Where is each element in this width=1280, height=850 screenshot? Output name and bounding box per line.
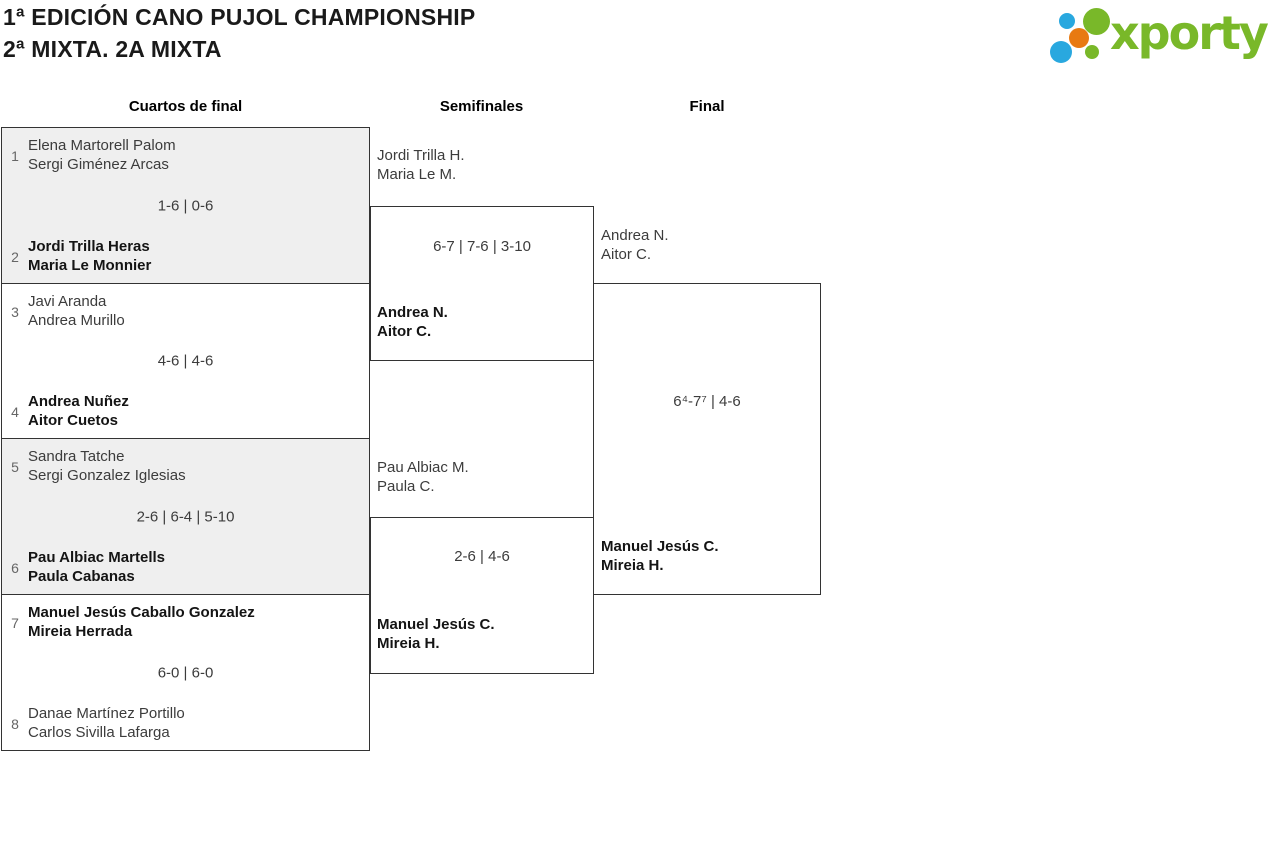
player-name: Andrea Murillo: [28, 311, 125, 329]
match-semifinal-2-box: [370, 517, 594, 674]
logo-dot-blue-large-icon: [1050, 41, 1072, 63]
match-score: 2-6 | 6-4 | 5-10: [136, 508, 235, 525]
player-name: Maria Le Monnier: [28, 256, 152, 274]
player-name: Andrea Nuñez: [28, 393, 129, 410]
logo-dot-green-large-icon: [1083, 8, 1110, 35]
player-name: Elena Martorell Palom: [28, 137, 176, 154]
team-slot: 5 Sandra Tatche Sergi Gonzalez Iglesias: [2, 448, 369, 485]
seed-number: 2: [11, 248, 19, 265]
seed-number: 5: [11, 458, 19, 475]
player-name: Pau Albiac M.: [377, 459, 469, 476]
player-name: Danae Martínez Portillo: [28, 705, 185, 722]
seed-number: 1: [11, 147, 19, 164]
player-name: Jordi Trilla H.: [377, 147, 465, 164]
player-name: Pau Albiac Martells: [28, 549, 165, 566]
match-score: 4-6 | 4-6: [157, 352, 214, 370]
match-score: 6-0 | 6-0: [157, 664, 214, 681]
seed-number: 6: [11, 559, 19, 576]
xporty-logo: xporty: [1048, 6, 1280, 70]
seed-number: 3: [11, 303, 19, 320]
player-name: Jordi Trilla Heras: [28, 238, 150, 255]
player-name: Manuel Jesús C.: [601, 538, 719, 555]
player-name: Andrea N.: [601, 227, 669, 244]
player-name: Mireia Herrada: [28, 622, 133, 640]
player-name: Carlos Sivilla Lafarga: [28, 723, 170, 741]
match-quarterfinal-1: 1 Elena Martorell Palom Sergi Giménez Ar…: [1, 127, 370, 284]
seed-number: 8: [11, 715, 19, 732]
team-slot: 4 Andrea Nuñez Aitor Cuetos: [2, 393, 369, 430]
seed-number: 4: [11, 403, 19, 420]
match-score: 2-6 | 4-6: [454, 548, 510, 565]
team-slot: Pau Albiac M. Paula C.: [377, 459, 469, 496]
team-slot: 8 Danae Martínez Portillo Carlos Sivilla…: [2, 705, 369, 742]
team-slot: 3 Javi Aranda Andrea Murillo: [2, 293, 369, 330]
team-slot: Andrea N. Aitor C.: [377, 304, 448, 341]
tournament-title: 1ª EDICIÓN CANO PUJOL CHAMPIONSHIP: [3, 4, 476, 30]
match-score: 6⁴-7⁷ | 4-6: [673, 393, 741, 410]
match-quarterfinal-4: 7 Manuel Jesús Caballo Gonzalez Mireia H…: [1, 594, 370, 751]
team-slot: Andrea N. Aitor C.: [601, 227, 669, 264]
team-slot: Manuel Jesús C. Mireia H.: [601, 538, 719, 575]
logo-dot-orange-icon: [1069, 28, 1089, 48]
player-name: Sergi Gonzalez Iglesias: [28, 466, 186, 484]
match-quarterfinal-3: 5 Sandra Tatche Sergi Gonzalez Iglesias …: [1, 438, 370, 595]
team-slot: Jordi Trilla H. Maria Le M.: [377, 147, 465, 184]
team-slot: 1 Elena Martorell Palom Sergi Giménez Ar…: [2, 137, 369, 174]
player-name: Mireia H.: [377, 634, 440, 652]
category-subtitle: 2ª MIXTA. 2A MIXTA: [3, 36, 222, 62]
team-slot: 6 Pau Albiac Martells Paula Cabanas: [2, 549, 369, 586]
team-slot: 2 Jordi Trilla Heras Maria Le Monnier: [2, 238, 369, 275]
match-final-box: [593, 283, 821, 595]
match-quarterfinal-2: 3 Javi Aranda Andrea Murillo 4-6 | 4-6 4…: [1, 283, 370, 439]
seed-number: 7: [11, 614, 19, 631]
player-name: Aitor C.: [601, 245, 652, 263]
player-name: Mireia H.: [601, 556, 664, 574]
xporty-logo-text: xporty: [1110, 6, 1269, 60]
player-name: Andrea N.: [377, 304, 448, 321]
page-header: 1ª EDICIÓN CANO PUJOL CHAMPIONSHIP 2ª MI…: [3, 1, 475, 65]
player-name: Maria Le M.: [377, 165, 457, 183]
player-name: Manuel Jesús Caballo Gonzalez: [28, 604, 255, 621]
round-header-quarterfinals: Cuartos de final: [128, 98, 243, 115]
player-name: Paula C.: [377, 477, 435, 495]
round-header-semifinals: Semifinales: [439, 98, 524, 115]
player-name: Aitor C.: [377, 322, 432, 340]
match-score: 6-7 | 7-6 | 3-10: [433, 238, 531, 255]
logo-dot-blue-small-icon: [1059, 13, 1075, 29]
logo-dot-green-small-icon: [1085, 45, 1099, 59]
player-name: Paula Cabanas: [28, 567, 135, 585]
player-name: Sergi Giménez Arcas: [28, 155, 169, 173]
player-name: Sandra Tatche: [28, 448, 125, 465]
team-slot: Manuel Jesús C. Mireia H.: [377, 616, 495, 653]
player-name: Aitor Cuetos: [28, 411, 118, 429]
match-score: 1-6 | 0-6: [157, 197, 214, 214]
team-slot: 7 Manuel Jesús Caballo Gonzalez Mireia H…: [2, 604, 369, 641]
player-name: Manuel Jesús C.: [377, 616, 495, 633]
player-name: Javi Aranda: [28, 293, 107, 310]
round-header-final: Final: [689, 98, 725, 115]
